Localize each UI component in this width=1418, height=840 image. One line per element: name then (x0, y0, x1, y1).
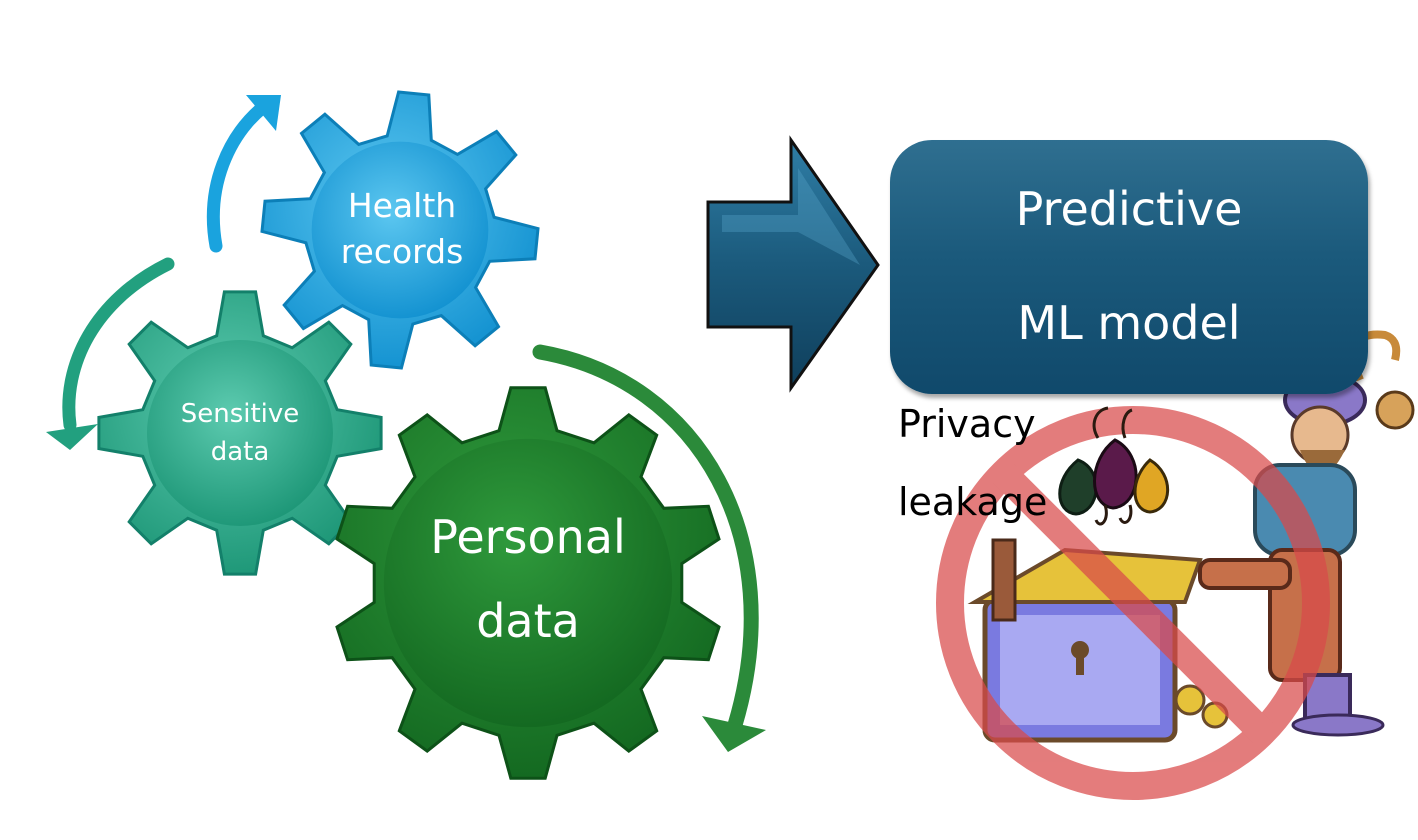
curved-arrow-icon (206, 95, 281, 253)
privacy-drops-icon (1058, 406, 1170, 526)
gear-hub (147, 340, 333, 526)
ml-model-box (890, 140, 1368, 394)
pirate-treasure-illustration (936, 330, 1415, 800)
sensitive-gear-label-line1: Sensitive (180, 399, 300, 429)
health-gear-label-line1: Health (347, 186, 457, 225)
model-title-line2: ML model (1017, 296, 1241, 350)
prohibition-icon (936, 406, 1330, 800)
gear-icon (260, 90, 540, 370)
sensitive-gear-label-line2: data (210, 437, 270, 467)
gear-hub (311, 141, 489, 319)
gear-icon (335, 386, 721, 780)
privacy-leakage-line1: Privacy (898, 402, 1036, 446)
treasure-chest-icon (967, 538, 1229, 743)
model-title-line1: Predictive (1015, 182, 1243, 236)
health-gear-label-line2: records (340, 232, 464, 271)
curved-arrow-icon (46, 257, 175, 450)
personal-gear-label-line1: Personal (430, 510, 626, 564)
curved-arrow-icon (532, 344, 766, 752)
personal-gear-label-line2: data (476, 594, 580, 648)
gear-hub (383, 438, 673, 728)
gear-icon (97, 290, 383, 576)
privacy-leakage-line2: leakage (898, 480, 1048, 524)
right-arrow-icon (706, 135, 880, 393)
